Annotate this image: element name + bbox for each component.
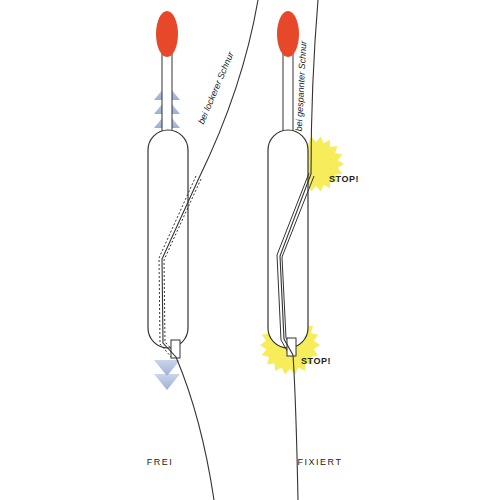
- inner-tube: [282, 176, 314, 354]
- float-body: [268, 130, 308, 348]
- fishing-line: [162, 0, 258, 500]
- state-label: FREI: [147, 457, 174, 467]
- stop-label: STOP!: [301, 356, 331, 366]
- state-label: FIXIERT: [298, 457, 343, 467]
- line-note: bei gespannter Schnur: [294, 41, 309, 132]
- float-tip: [277, 11, 299, 57]
- float-tip: [156, 11, 178, 57]
- fishing-line: [280, 0, 318, 500]
- free-float: [148, 0, 258, 500]
- bottom-stem: [171, 340, 180, 358]
- down-arrow: [154, 374, 180, 390]
- inner-tube: [164, 179, 201, 356]
- down-arrow: [154, 360, 180, 376]
- antenna: [283, 52, 293, 134]
- antenna: [162, 52, 172, 134]
- line-note: bei lockerer Schnur: [196, 50, 236, 125]
- stop-label: STOP!: [329, 174, 359, 184]
- fixed-float: [268, 0, 318, 500]
